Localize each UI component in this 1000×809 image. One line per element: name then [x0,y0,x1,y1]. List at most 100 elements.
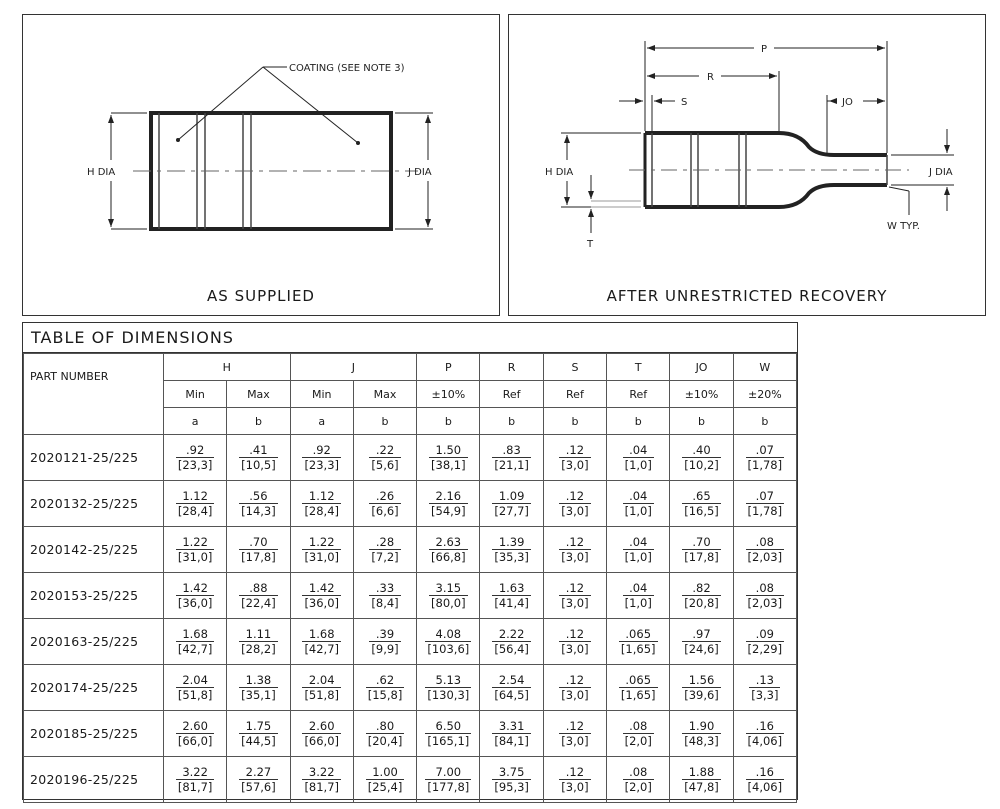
j-dia-label: J DIA [407,167,432,178]
j_min-cell: .92[23,3] [289,434,354,481]
mm-value: [42,7] [304,642,340,656]
r-cell: 1.39[35,3] [479,526,544,573]
mm-value: [6,6] [371,504,399,518]
h_min-cell: 1.68[42,7] [162,618,228,665]
inch-value: 2.27 [239,765,278,780]
mm-value: [57,6] [241,780,276,794]
inch-value: 1.50 [429,443,468,458]
mm-value: [10,5] [241,458,276,472]
inch-value: 1.75 [239,719,278,734]
inch-value: 6.50 [425,719,472,734]
inch-value: 1.39 [492,535,531,550]
mm-value: [36,0] [177,596,213,610]
p-cell: 2.63[66,8] [416,526,481,573]
h_min-note-header: a [162,407,228,435]
h_min-cell: 2.04[51,8] [162,664,228,711]
s-cell: .12[3,0] [542,664,608,711]
mm-value: [2,03] [747,596,783,610]
mm-value: [21,1] [494,458,529,472]
part-number-cell: 2020132-25/225 [23,480,164,527]
mm-value: [3,0] [561,596,589,610]
mm-value: [3,0] [561,458,589,472]
inch-value: 2.22 [492,627,531,642]
inch-value: 1.42 [302,581,342,596]
inch-value: 1.38 [239,673,278,688]
right-h-dia-label: H DIA [545,167,573,178]
mm-value: [44,5] [241,734,276,748]
j_min-tolerance-header: Min [289,380,354,408]
p-cell: 6.50[165,1] [416,710,481,757]
inch-value: 3.31 [492,719,531,734]
mm-value: [24,6] [684,642,719,656]
inch-value: .04 [622,535,654,550]
inch-value: 3.22 [175,765,215,780]
inch-value: 2.04 [175,673,215,688]
j_max-cell: .22[5,6] [352,434,418,481]
inch-value: .70 [682,535,721,550]
mm-value: [47,8] [684,780,719,794]
mm-value: [2,0] [624,734,652,748]
inch-value: .065 [618,673,658,688]
t-cell: .04[1,0] [606,480,671,527]
inch-value: 4.08 [425,627,472,642]
mm-value: [20,4] [367,734,403,748]
inch-value: .33 [369,581,401,596]
w-header: W [732,353,798,381]
inch-value: .12 [559,443,591,458]
t-cell: .08[2,0] [606,710,671,757]
r-cell: .83[21,1] [479,434,544,481]
p-label: P [761,44,767,55]
r-cell: 2.54[64,5] [479,664,544,711]
mm-value: [3,0] [561,642,589,656]
inch-value: 1.68 [175,627,215,642]
mm-value: [17,8] [684,550,719,564]
mm-value: [1,78] [747,504,783,518]
j_max-cell: 1.00[25,4] [352,756,418,803]
inch-value: .70 [239,535,278,550]
table-title: TABLE OF DIMENSIONS [23,323,797,353]
r-tolerance-header: Ref [479,380,544,408]
inch-value: .12 [559,489,591,504]
h_max-cell: 1.11[28,2] [226,618,291,665]
h_max-tolerance-header: Max [226,380,291,408]
mm-value: [10,2] [684,458,719,472]
mm-value: [1,0] [624,550,652,564]
after-recovery-panel: P R S JO H DIA T [508,14,986,316]
as-supplied-drawing: COATING (SEE NOTE 3) H DIA J DIA [87,63,433,231]
inch-value: .41 [239,443,278,458]
mm-value: [3,0] [561,734,589,748]
h_min-cell: 1.22[31,0] [162,526,228,573]
r-cell: 2.22[56,4] [479,618,544,665]
inch-value: 1.09 [492,489,531,504]
inch-value: .62 [365,673,405,688]
w-tolerance-header: ±20% [732,380,798,408]
inch-value: .92 [175,443,215,458]
inch-value: .13 [749,673,781,688]
jo-cell: .82[20,8] [669,572,734,619]
s-cell: .12[3,0] [542,526,608,573]
mm-value: [28,4] [177,504,213,518]
s-label: S [681,97,687,108]
mm-value: [35,3] [494,550,529,564]
inch-value: 2.16 [429,489,468,504]
after-recovery-caption: AFTER UNRESTRICTED RECOVERY [606,287,888,305]
mm-value: [28,4] [304,504,340,518]
mm-value: [56,4] [494,642,529,656]
inch-value: .08 [745,535,785,550]
j_min-cell: 1.68[42,7] [289,618,354,665]
r-label: R [707,72,714,83]
j_min-cell: 1.22[31,0] [289,526,354,573]
r-cell: 3.75[95,3] [479,756,544,803]
inch-value: .12 [559,627,591,642]
mm-value: [36,0] [304,596,340,610]
mm-value: [3,0] [561,550,589,564]
mm-value: [39,6] [684,688,719,702]
mm-value: [14,3] [241,504,276,518]
mm-value: [66,0] [304,734,340,748]
inch-value: .07 [745,489,785,504]
j_min-cell: 3.22[81,7] [289,756,354,803]
h_max-cell: .56[14,3] [226,480,291,527]
mm-value: [165,1] [427,734,470,748]
jo-cell: .65[16,5] [669,480,734,527]
